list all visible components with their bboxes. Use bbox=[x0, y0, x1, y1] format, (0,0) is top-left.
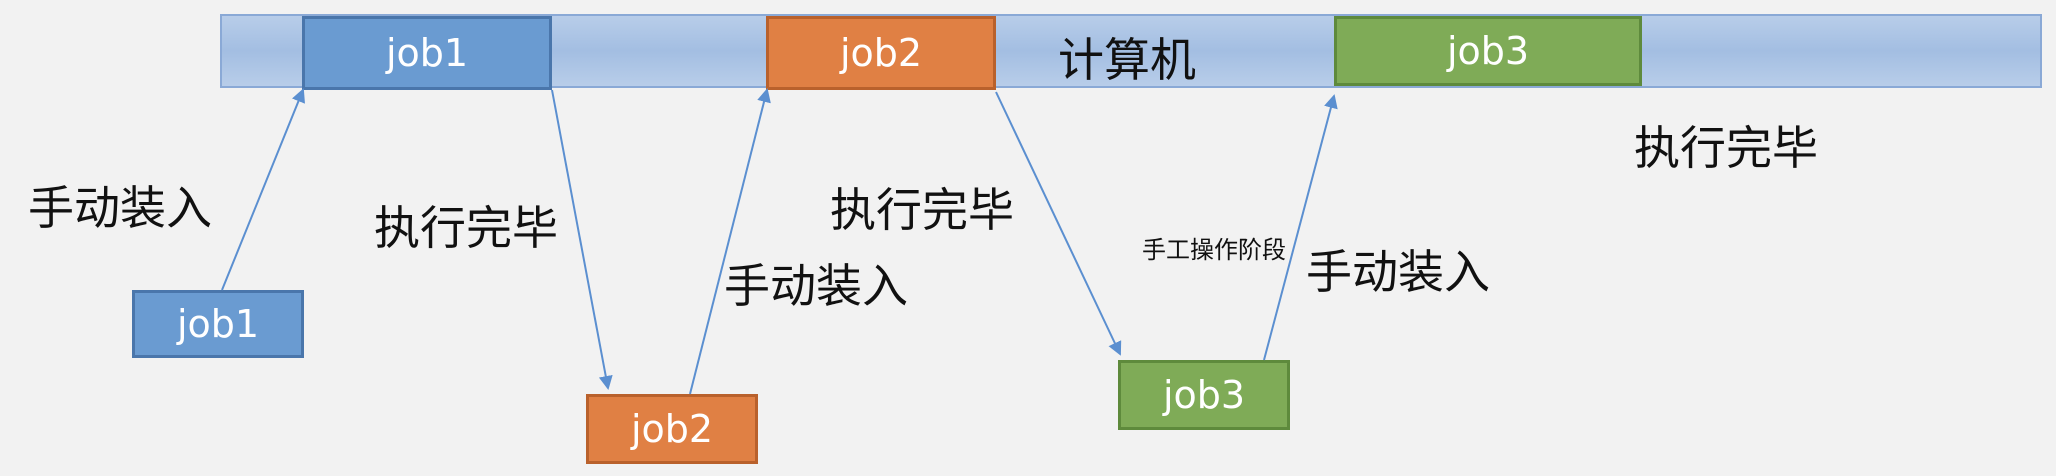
arrow-done-job2 bbox=[995, 91, 1122, 356]
arrow-load-job3 bbox=[1263, 94, 1338, 361]
arrow-done-job1 bbox=[551, 89, 613, 390]
label-done-1: 执行完毕 bbox=[374, 201, 558, 255]
label-manual-load-3: 手动装入 bbox=[1306, 245, 1490, 299]
arrow-load-job2 bbox=[689, 88, 771, 395]
label-manual-load-1: 手动装入 bbox=[28, 181, 212, 235]
label-done-2: 执行完毕 bbox=[830, 183, 1014, 237]
bottom-job2-box: job2 bbox=[586, 394, 758, 464]
label-manual-phase: 手工操作阶段 bbox=[1142, 236, 1286, 264]
bottom-job1-box: job1 bbox=[132, 290, 304, 358]
top-job2-box: job2 bbox=[766, 16, 996, 90]
arrow-load-job1 bbox=[221, 88, 305, 291]
bottom-job3-box: job3 bbox=[1118, 360, 1290, 430]
top-job3-box: job3 bbox=[1334, 16, 1642, 86]
label-manual-load-2: 手动装入 bbox=[724, 259, 908, 313]
top-job1-box: job1 bbox=[302, 16, 552, 90]
label-done-3: 执行完毕 bbox=[1634, 121, 1818, 175]
computer-label: 计算机 bbox=[1058, 33, 1196, 87]
